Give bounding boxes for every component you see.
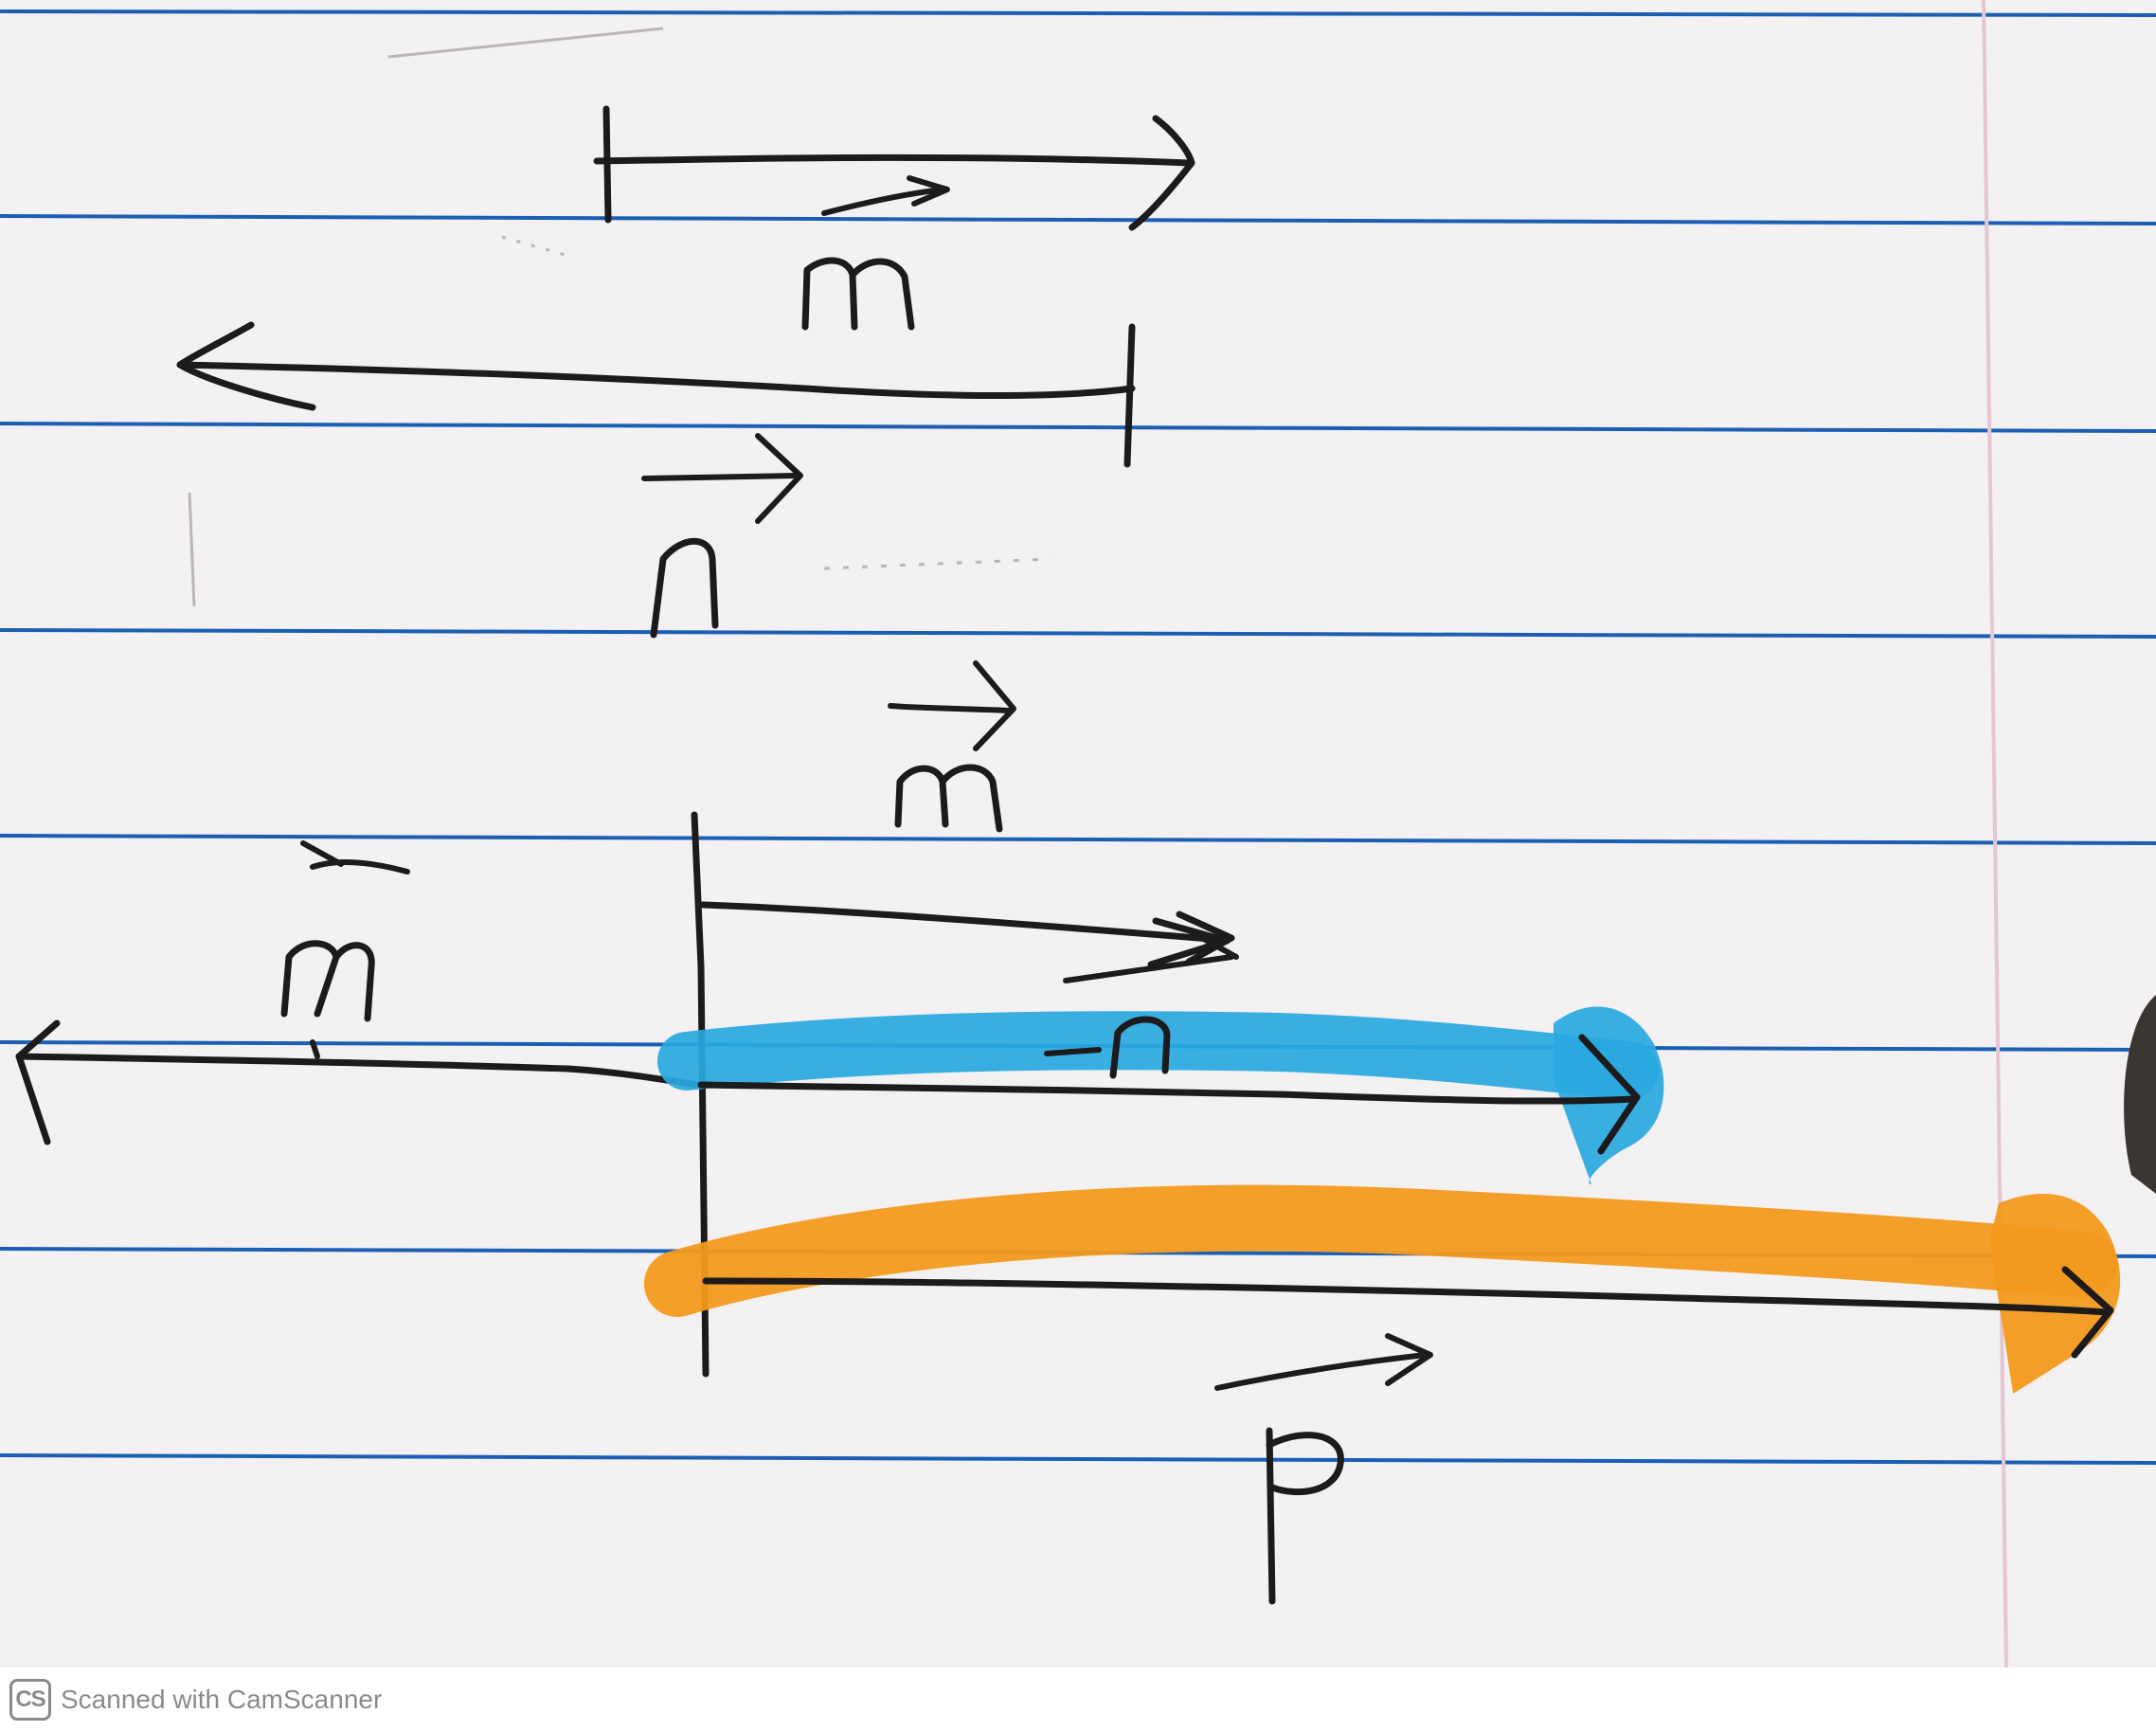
pencil-smudges xyxy=(188,27,1052,607)
vector-n-top xyxy=(176,321,1136,468)
label-p xyxy=(1214,1333,1433,1605)
vector-m-bottom xyxy=(699,901,1235,968)
edge-shadow xyxy=(2124,995,2156,1194)
watermark-text: Scanned with CamScanner xyxy=(61,1684,383,1714)
label-n-top xyxy=(641,433,803,639)
origin-axis xyxy=(691,811,710,1378)
ruled-lines xyxy=(0,0,2156,1668)
notebook-paper xyxy=(0,0,2156,1668)
vector-m-top xyxy=(593,105,1195,231)
label-m-bottom xyxy=(888,660,1016,833)
watermark-bar: CS Scanned with CamScanner xyxy=(0,1668,2156,1731)
label-n-bottom xyxy=(280,840,410,1059)
camscanner-logo: CS xyxy=(9,1678,51,1721)
vector-minus-n xyxy=(657,1006,1664,1184)
vector-p xyxy=(644,1184,2121,1394)
vector-sketch xyxy=(0,0,2156,1668)
label-m-top xyxy=(801,175,950,331)
vector-n-bottom xyxy=(15,1019,703,1145)
label-minus-n xyxy=(1044,930,1239,1079)
